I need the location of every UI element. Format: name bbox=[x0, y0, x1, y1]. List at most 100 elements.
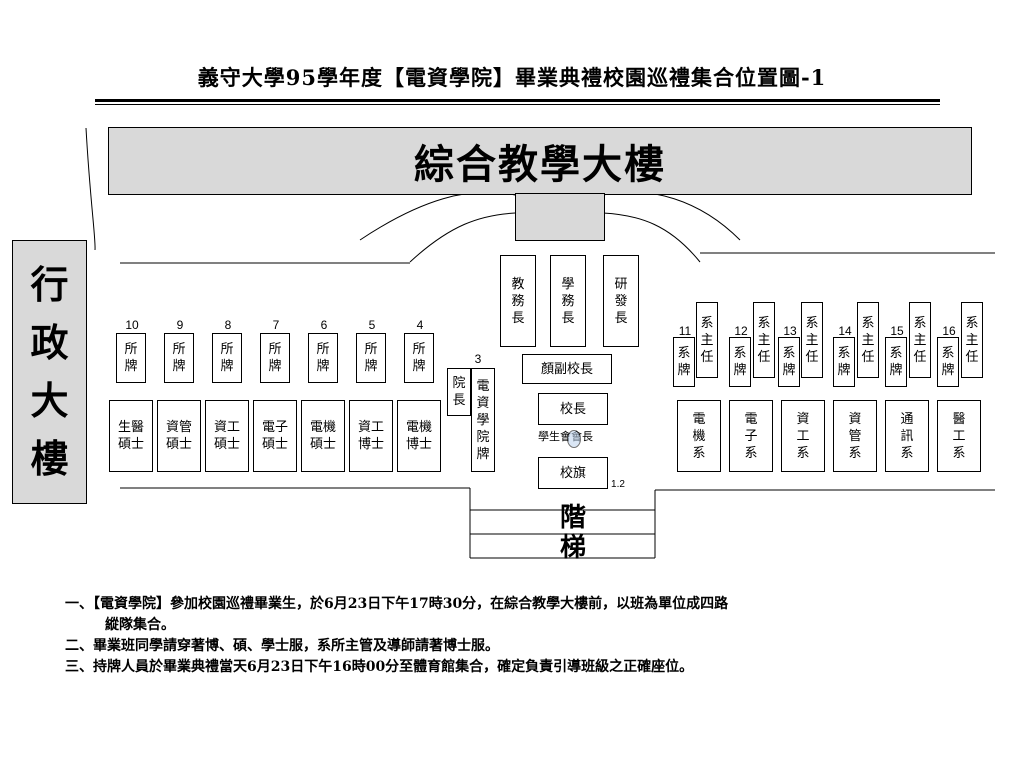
sign-char: 所 bbox=[220, 342, 234, 357]
class-line: 碩士 bbox=[213, 437, 240, 452]
dept-char: 系 bbox=[848, 445, 862, 461]
sign-char: 系 bbox=[837, 346, 851, 361]
chair-char: 任 bbox=[913, 349, 927, 365]
dept-char: 通 bbox=[900, 411, 914, 427]
stairs-char: 梯 bbox=[559, 533, 586, 563]
stairs-label: 階 梯 bbox=[548, 500, 598, 566]
sign-char: 牌 bbox=[837, 363, 851, 378]
dept-char: 資 bbox=[848, 411, 862, 427]
class-line: 電機 bbox=[309, 420, 336, 435]
department-chair: 系 主 任 bbox=[753, 302, 775, 378]
department-box: 電 機 系 bbox=[677, 400, 721, 472]
class-box: 電機 博士 bbox=[397, 400, 441, 472]
admin-building-char: 樓 bbox=[30, 436, 69, 481]
institute-sign: 所 牌 bbox=[356, 333, 386, 383]
official-char: 學 bbox=[561, 276, 575, 292]
class-box: 生醫 碩士 bbox=[109, 400, 153, 472]
dept-char: 資 bbox=[796, 411, 810, 427]
class-line: 資管 bbox=[165, 420, 192, 435]
department-chair: 系 主 任 bbox=[909, 302, 931, 378]
department-box: 醫 工 系 bbox=[937, 400, 981, 472]
dept-char: 醫 bbox=[952, 411, 966, 427]
right-column-number: 11 bbox=[678, 324, 692, 338]
sign-char: 牌 bbox=[412, 359, 426, 374]
chair-char: 系 bbox=[700, 315, 714, 331]
chair-char: 主 bbox=[700, 332, 714, 348]
dept-char: 管 bbox=[848, 428, 862, 444]
department-sign: 系 牌 bbox=[673, 337, 695, 387]
sign-char: 系 bbox=[941, 346, 955, 361]
sign-char: 系 bbox=[782, 346, 796, 361]
chair-char: 主 bbox=[757, 332, 771, 348]
department-chair: 系 主 任 bbox=[696, 302, 718, 378]
admin-building-char: 行 bbox=[30, 262, 69, 307]
left-column-number: 7 bbox=[272, 318, 280, 332]
chair-char: 系 bbox=[805, 315, 819, 331]
chair-char: 主 bbox=[913, 332, 927, 348]
left-column-number: 9 bbox=[176, 318, 184, 332]
institute-sign: 所 牌 bbox=[212, 333, 242, 383]
flag-number: 1.2 bbox=[611, 479, 625, 490]
sign-char: 系 bbox=[889, 346, 903, 361]
note-line: 一、【電資學院】參加校園巡禮畢業生，於6月23日下午17時30分，在綜合教學大樓… bbox=[65, 596, 729, 612]
department-box: 資 管 系 bbox=[833, 400, 877, 472]
college-sign-char: 電 bbox=[476, 378, 490, 394]
stairs-char: 階 bbox=[559, 503, 586, 533]
flag-box: 校旗 bbox=[538, 457, 608, 489]
right-column-number: 14 bbox=[838, 324, 852, 338]
president-box: 校長 bbox=[538, 393, 608, 425]
department-chair: 系 主 任 bbox=[857, 302, 879, 378]
admin-building: 行 政 大 樓 bbox=[12, 240, 87, 504]
sign-char: 系 bbox=[677, 346, 691, 361]
institute-sign: 所 牌 bbox=[164, 333, 194, 383]
sign-char: 牌 bbox=[364, 359, 378, 374]
sign-char: 所 bbox=[316, 342, 330, 357]
chair-char: 系 bbox=[861, 315, 875, 331]
sign-char: 所 bbox=[124, 342, 138, 357]
class-line: 碩士 bbox=[117, 437, 144, 452]
official-dean-research: 研 發 長 bbox=[603, 255, 639, 347]
chair-char: 任 bbox=[700, 349, 714, 365]
chair-char: 系 bbox=[965, 315, 979, 331]
page-title: 義守大學95學年度【電資學院】畢業典禮校園巡禮集合位置圖-1 bbox=[197, 65, 827, 90]
dept-char: 工 bbox=[952, 428, 966, 444]
sign-char: 牌 bbox=[268, 359, 282, 374]
student-president-label: 學生會會長 bbox=[538, 431, 593, 443]
building-entrance bbox=[515, 193, 605, 241]
department-sign: 系 牌 bbox=[833, 337, 855, 387]
sign-char: 牌 bbox=[733, 363, 747, 378]
college-sign-char: 資 bbox=[476, 395, 490, 411]
sign-char: 系 bbox=[733, 346, 747, 361]
official-char: 長 bbox=[511, 310, 525, 326]
department-box: 通 訊 系 bbox=[885, 400, 929, 472]
notes: 一、【電資學院】參加校園巡禮畢業生，於6月23日下午17時30分，在綜合教學大樓… bbox=[65, 594, 995, 678]
official-char: 長 bbox=[614, 310, 628, 326]
class-line: 博士 bbox=[357, 437, 384, 452]
dean-char: 院 bbox=[452, 376, 466, 391]
college-sign-box: 電 資 學 院 牌 bbox=[471, 368, 495, 472]
institute-sign: 所 牌 bbox=[308, 333, 338, 383]
official-char: 務 bbox=[561, 293, 575, 309]
right-column-number: 12 bbox=[734, 324, 748, 338]
chair-char: 主 bbox=[805, 332, 819, 348]
sign-char: 所 bbox=[172, 342, 186, 357]
college-sign-char: 學 bbox=[476, 412, 490, 428]
official-char: 發 bbox=[614, 293, 628, 309]
dept-char: 系 bbox=[692, 445, 706, 461]
sign-char: 牌 bbox=[889, 363, 903, 378]
class-line: 生醫 bbox=[117, 420, 144, 435]
sign-char: 牌 bbox=[782, 363, 796, 378]
department-sign: 系 牌 bbox=[885, 337, 907, 387]
left-column-number: 5 bbox=[368, 318, 376, 332]
sign-char: 牌 bbox=[677, 363, 691, 378]
right-column-number: 15 bbox=[890, 324, 904, 338]
title-rule-thin bbox=[95, 104, 940, 105]
chair-char: 任 bbox=[861, 349, 875, 365]
institute-sign: 所 牌 bbox=[116, 333, 146, 383]
sign-char: 所 bbox=[364, 342, 378, 357]
official-dean-academic: 教 務 長 bbox=[500, 255, 536, 347]
official-char: 教 bbox=[511, 276, 525, 292]
left-column-number: 10 bbox=[125, 318, 139, 332]
class-line: 碩士 bbox=[309, 437, 336, 452]
